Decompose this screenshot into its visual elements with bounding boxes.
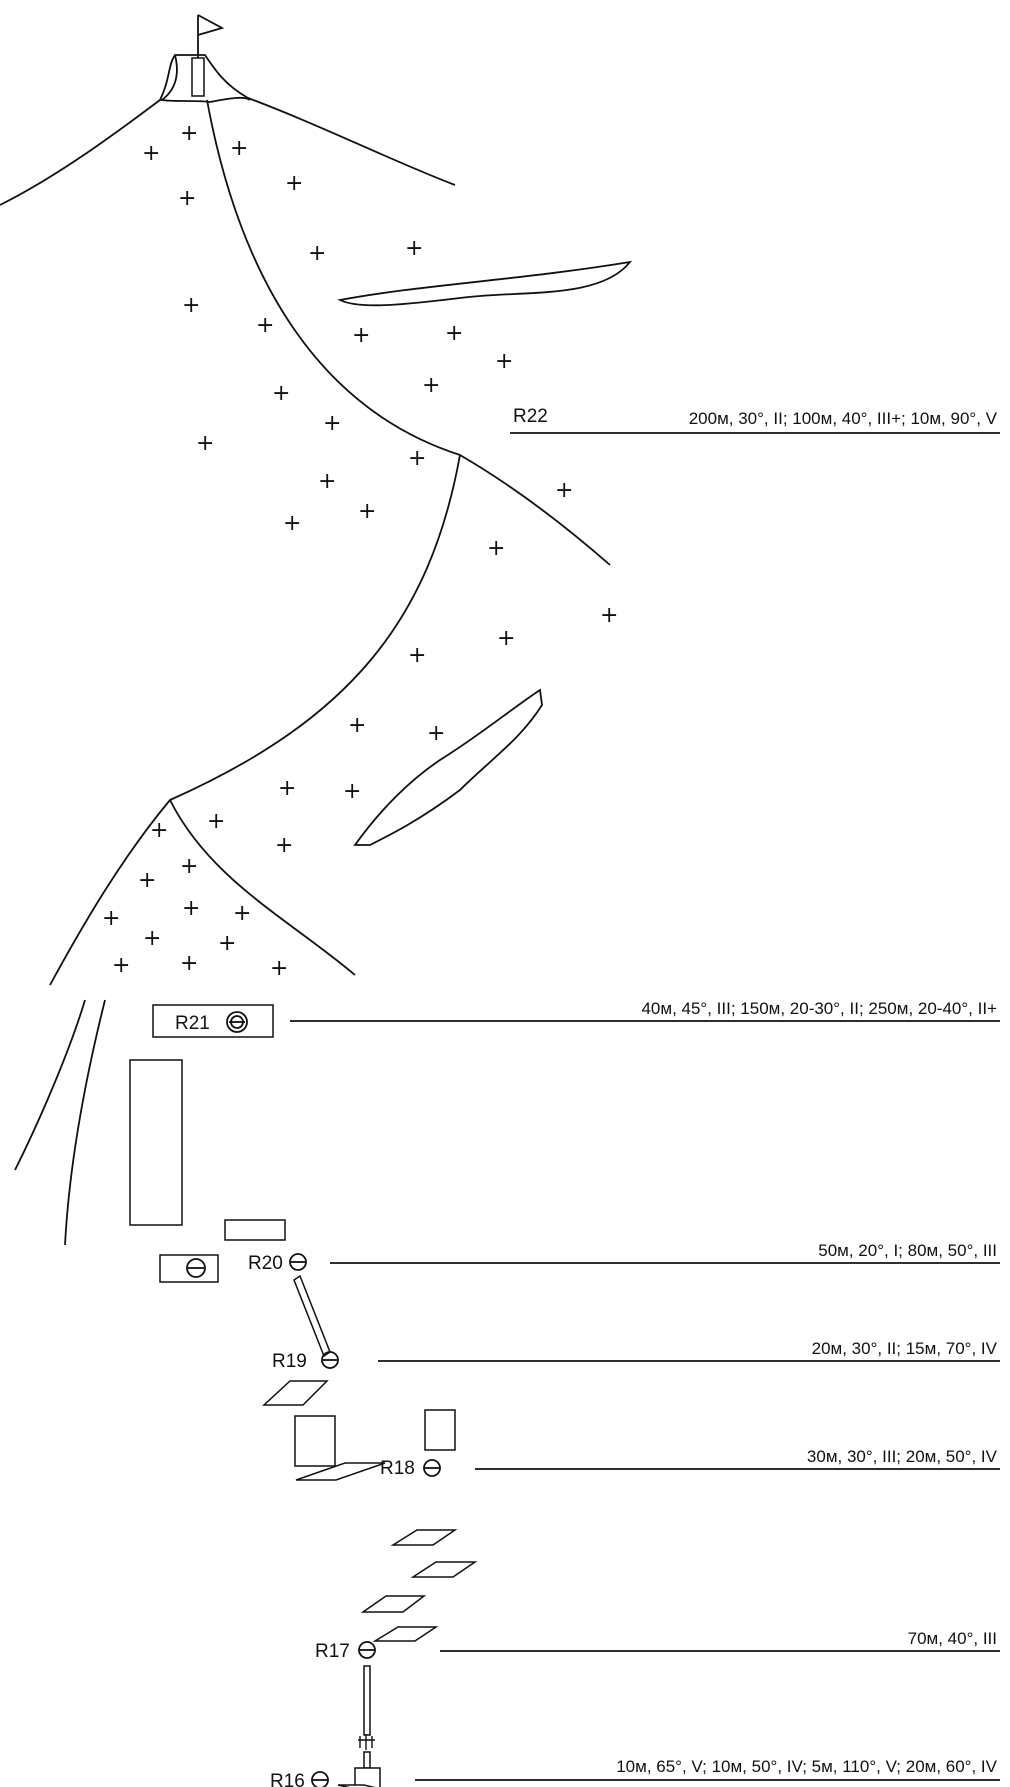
rock-block <box>354 1767 381 1787</box>
pitch-description: 200м, 30°, II; 100м, 40°, III+; 10м, 90°… <box>689 409 998 428</box>
cross-mark: + <box>150 818 168 843</box>
pitch-label: R16 <box>270 1771 305 1787</box>
cross-mark: + <box>275 833 293 858</box>
snow-marks: + + + + + + + + + + + + + + + + + + + + … <box>102 121 618 981</box>
piton-circle-icon <box>321 1351 339 1369</box>
flag-icon <box>191 14 225 97</box>
piton-circle-icon <box>186 1258 206 1278</box>
rock-block <box>424 1409 456 1451</box>
cross-mark: + <box>143 926 161 951</box>
cross-mark: + <box>207 809 225 834</box>
rock-features <box>129 1004 478 1787</box>
cross-mark: + <box>427 721 445 746</box>
cross-mark: + <box>487 536 505 561</box>
pitch-label: R19 <box>272 1351 307 1372</box>
cross-mark: + <box>180 951 198 976</box>
cross-mark: + <box>405 236 423 261</box>
pitch-description: 40м, 45°, III; 150м, 20-30°, II; 250м, 2… <box>641 999 997 1018</box>
cross-mark: + <box>408 643 426 668</box>
cross-mark: + <box>445 321 463 346</box>
piton-circle-icon <box>289 1253 307 1271</box>
cross-mark: + <box>256 313 274 338</box>
cross-mark: + <box>142 141 160 166</box>
cross-mark: + <box>422 373 440 398</box>
cross-mark: + <box>180 121 198 146</box>
cross-mark: + <box>112 953 130 978</box>
r21-box <box>152 1004 274 1038</box>
piton-circle-icon <box>423 1459 441 1477</box>
cross-mark: + <box>182 896 200 921</box>
pitch-r16: R16 10м, 65°, V; 10м, 50°, IV; 5м, 110°,… <box>270 1757 1000 1787</box>
cross-mark: + <box>182 293 200 318</box>
cross-mark: + <box>278 776 296 801</box>
cross-mark: + <box>285 171 303 196</box>
pitch-description: 50м, 20°, I; 80м, 50°, III <box>818 1241 997 1260</box>
cross-mark: + <box>555 478 573 503</box>
cross-mark: + <box>272 381 290 406</box>
cross-mark: + <box>323 411 341 436</box>
pitch-r18: R18 30м, 30°, III; 20м, 50°, IV <box>380 1447 1000 1479</box>
pitch-r22: R22 200м, 30°, II; 100м, 40°, III+; 10м,… <box>510 406 1000 434</box>
piton-circle-icon <box>358 1641 376 1659</box>
pitch-description: 30м, 30°, III; 20м, 50°, IV <box>807 1447 998 1466</box>
cross-mark: + <box>497 626 515 651</box>
pitch-description: 20м, 30°, II; 15м, 70°, IV <box>812 1339 998 1358</box>
cross-mark: + <box>102 906 120 931</box>
cross-mark: + <box>283 511 301 536</box>
pitch-label: R20 <box>248 1253 283 1274</box>
pitch-label: R17 <box>315 1641 350 1662</box>
pitch-r20: R20 50м, 20°, I; 80м, 50°, III <box>248 1241 1000 1274</box>
cross-mark: + <box>178 186 196 211</box>
pitch-label: R18 <box>380 1458 415 1479</box>
cross-mark: + <box>358 499 376 524</box>
cross-mark: + <box>408 446 426 471</box>
cross-mark: + <box>600 603 618 628</box>
cross-mark: + <box>138 868 156 893</box>
pitch-label: R22 <box>513 406 548 427</box>
pitch-description: 70м, 40°, III <box>908 1629 997 1648</box>
rock-step <box>224 1219 286 1241</box>
piton-circle-icon <box>311 1771 329 1787</box>
cross-mark: + <box>318 469 336 494</box>
pitch-r19: R19 20м, 30°, II; 15м, 70°, IV <box>272 1339 1000 1372</box>
pitch-description: 10м, 65°, V; 10м, 50°, IV; 5м, 110°, V; … <box>616 1757 997 1776</box>
cross-mark: + <box>233 901 251 926</box>
cross-mark: + <box>343 779 361 804</box>
piton-circle-icon <box>226 1011 248 1033</box>
pitch-r21: R21 40м, 45°, III; 150м, 20-30°, II; 250… <box>175 999 1000 1034</box>
cross-mark: + <box>348 713 366 738</box>
cross-mark: + <box>270 956 288 981</box>
cross-mark: + <box>230 136 248 161</box>
rock-block <box>294 1415 336 1467</box>
pitch-r17: R17 70м, 40°, III <box>315 1629 1000 1662</box>
rock-slab <box>129 1059 183 1226</box>
cross-mark: + <box>352 323 370 348</box>
summit <box>0 14 456 206</box>
cross-mark: + <box>495 349 513 374</box>
cross-mark: + <box>308 241 326 266</box>
cross-mark: + <box>180 854 198 879</box>
ice-screw-icon <box>358 1734 375 1750</box>
terrain <box>14 99 633 1246</box>
cross-mark: + <box>196 431 214 456</box>
pitch-label: R21 <box>175 1013 210 1034</box>
cross-mark: + <box>218 931 236 956</box>
